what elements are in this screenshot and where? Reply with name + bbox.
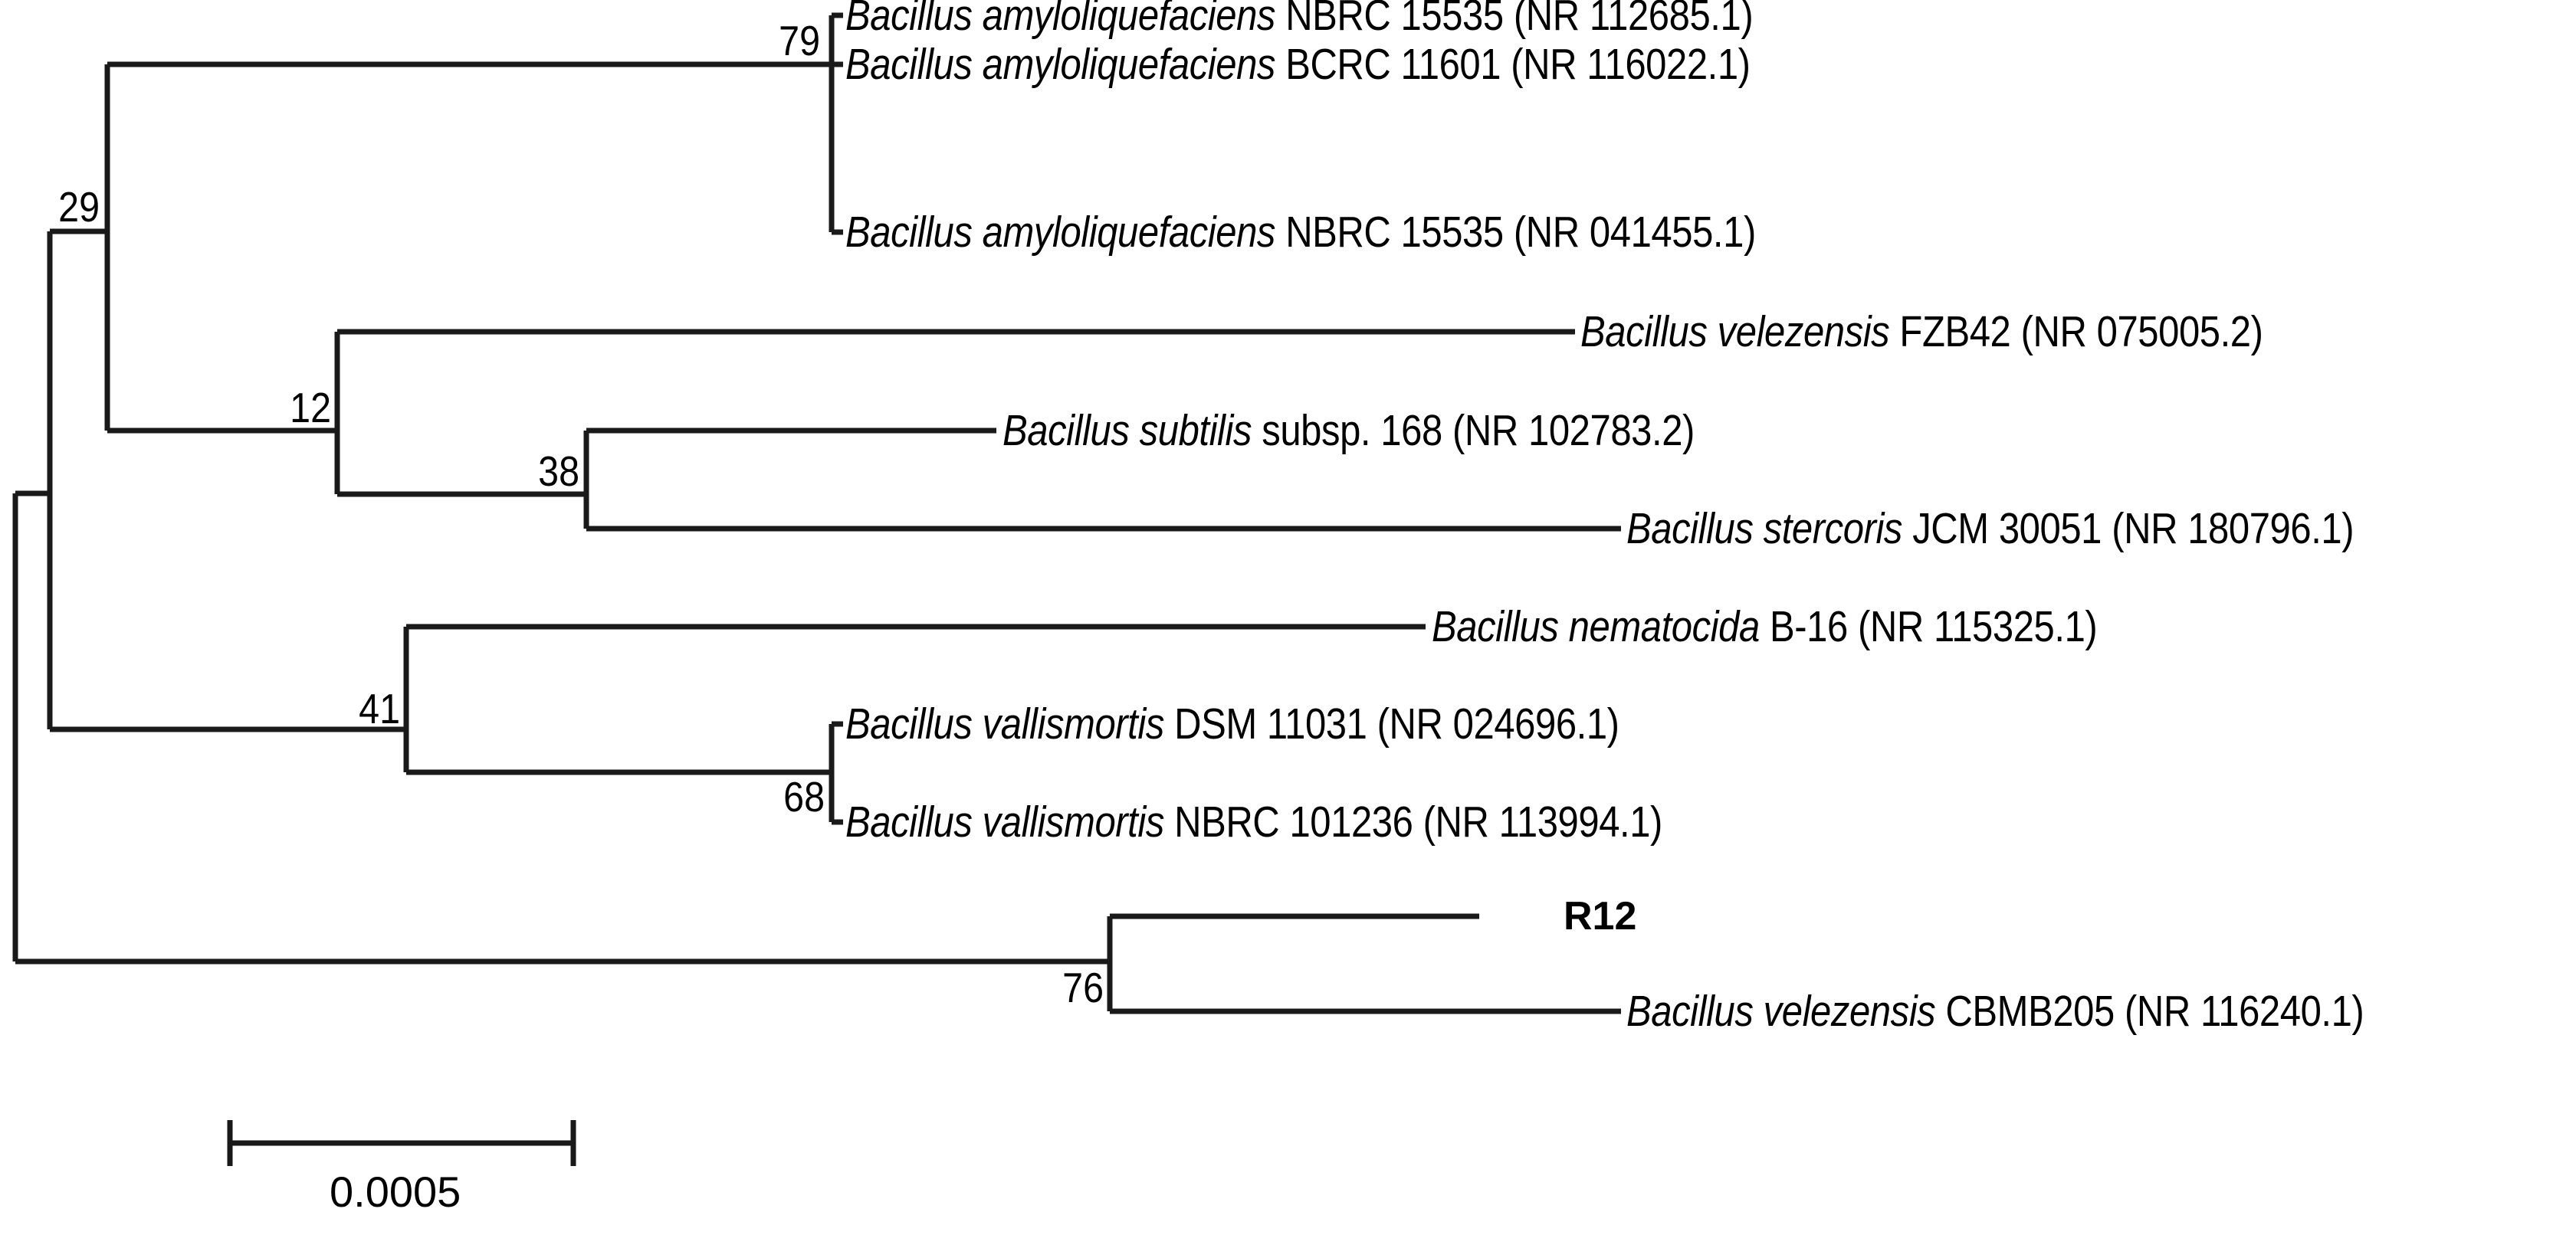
strain-accession: subsp. 168 (NR 102783.2) [1252, 406, 1695, 455]
taxon-label-subtilis-168: Bacillus subtilis subsp. 168 (NR 102783.… [1003, 409, 1695, 453]
taxon-label-velezensis-cbmb205: Bacillus velezensis CBMB205 (NR 116240.1… [1626, 990, 2364, 1034]
strain-accession: FZB42 (NR 075005.2) [1889, 307, 2263, 356]
strain-accession: CBMB205 (NR 116240.1) [1935, 987, 2364, 1036]
bootstrap-value-76: 76 [1062, 964, 1104, 1011]
strain-name: R12 [1564, 894, 1637, 939]
taxon-label-velezensis-fzb42: Bacillus velezensis FZB42 (NR 075005.2) [1580, 310, 2263, 354]
taxon-label-vallismortis-dsm11031: Bacillus vallismortis DSM 11031 (NR 0246… [845, 703, 1619, 746]
taxon-label-amyloliquefaciens-bcrc11601: Bacillus amyloliquefaciens BCRC 11601 (N… [845, 43, 1751, 87]
strain-accession: NBRC 101236 (NR 113994.1) [1163, 798, 1662, 847]
strain-accession: DSM 11031 (NR 024696.1) [1163, 699, 1619, 749]
species-name: Bacillus amyloliquefaciens [845, 40, 1276, 89]
bootstrap-value-38: 38 [538, 447, 579, 495]
taxon-label-stercoris-jcm30051: Bacillus stercoris JCM 30051 (NR 180796.… [1626, 507, 2354, 551]
strain-accession: NBRC 15535 (NR 112685.1) [1275, 0, 1754, 40]
species-name: Bacillus vallismortis [845, 798, 1164, 847]
taxon-label-amyloliquefaciens-nbrc15535-041455: Bacillus amyloliquefaciens NBRC 15535 (N… [845, 211, 1756, 254]
species-name: Bacillus stercoris [1626, 504, 1903, 553]
taxon-label-r12-query-strain: R12 [1564, 896, 1636, 936]
strain-accession: BCRC 11601 (NR 116022.1) [1275, 40, 1751, 89]
scale-bar-label: 0.0005 [330, 1168, 461, 1216]
bootstrap-value-29: 29 [58, 183, 100, 231]
species-name: Bacillus vallismortis [845, 699, 1164, 749]
strain-accession: JCM 30051 (NR 180796.1) [1902, 504, 2354, 553]
species-name: Bacillus velezensis [1580, 307, 1890, 356]
species-name: Bacillus amyloliquefaciens [845, 0, 1276, 40]
strain-accession: NBRC 15535 (NR 041455.1) [1275, 208, 1756, 257]
taxon-label-vallismortis-nbrc101236: Bacillus vallismortis NBRC 101236 (NR 11… [845, 801, 1662, 844]
strain-accession: B-16 (NR 115325.1) [1759, 602, 2098, 651]
bootstrap-value-79: 79 [779, 17, 820, 64]
branch-lines [12, 12, 1621, 1166]
species-name: Bacillus subtilis [1003, 406, 1252, 455]
taxon-label-nematocida-b16: Bacillus nematocida B-16 (NR 115325.1) [1432, 602, 2098, 651]
bootstrap-value-41: 41 [359, 685, 400, 732]
taxon-label-amyloliquefaciens-nbrc15535-112685: Bacillus amyloliquefaciens NBRC 15535 (N… [845, 0, 1754, 40]
species-name: Bacillus nematocida [1432, 602, 1760, 651]
species-name: Bacillus velezensis [1626, 987, 1936, 1036]
bootstrap-value-68: 68 [783, 773, 825, 821]
species-name: Bacillus amyloliquefaciens [845, 208, 1276, 257]
bootstrap-value-12: 12 [290, 384, 331, 431]
